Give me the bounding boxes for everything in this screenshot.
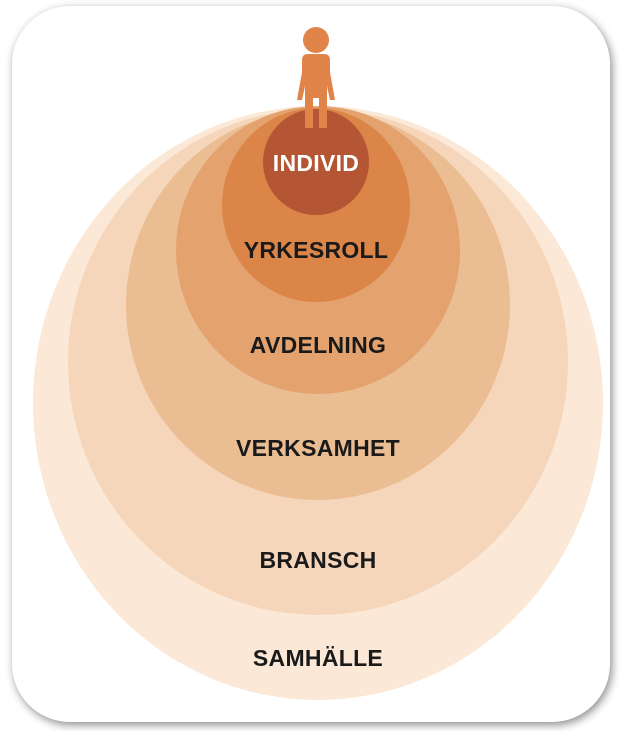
person-icon	[297, 27, 335, 128]
ring-individ	[263, 109, 369, 215]
person-body	[297, 54, 335, 128]
label-avdelning: AVDELNING	[250, 332, 386, 358]
label-verksamhet: VERKSAMHET	[236, 435, 400, 461]
label-yrkesroll: YRKESROLL	[244, 237, 389, 263]
labels-group: SAMHÄLLE BRANSCH VERKSAMHET AVDELNING YRKESR…	[236, 150, 400, 671]
person-head	[303, 27, 329, 53]
label-individ: INDIVID	[273, 150, 359, 176]
label-samhalle: SAMHÄLLE	[253, 645, 383, 671]
label-bransch: BRANSCH	[259, 547, 376, 573]
rings-group	[33, 106, 603, 700]
